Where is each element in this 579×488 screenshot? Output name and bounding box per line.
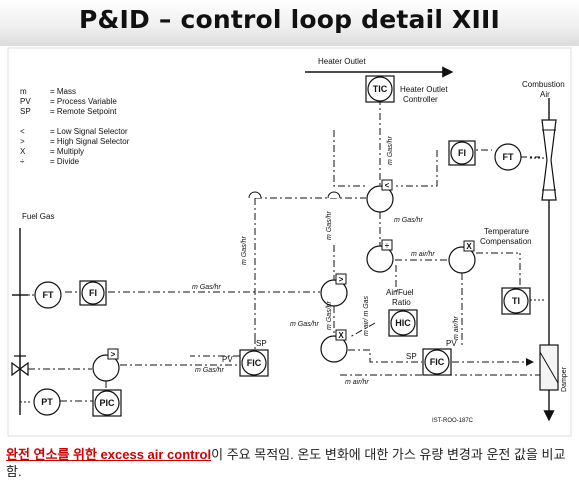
legend-sym: SP xyxy=(20,107,31,116)
hic-label: HIC xyxy=(395,318,411,328)
title-bar xyxy=(0,0,579,46)
controller-label-1: Heater Outlet xyxy=(400,85,448,94)
signal-label: m Gas/hr xyxy=(195,367,224,374)
line-crossover-icon xyxy=(248,191,262,199)
high-selector-symbol: > xyxy=(339,275,344,284)
low-selector-symbol: < xyxy=(385,181,390,190)
legend-sym: > xyxy=(20,137,25,146)
air-fuel-ratio-label-1: Air/Fuel xyxy=(386,288,414,297)
ti-label: TI xyxy=(512,296,520,306)
drawing-id: IST-ROO-187C xyxy=(432,418,474,424)
high-selector-relay[interactable] xyxy=(320,279,348,307)
temperature-compensation-label-2: Compensation xyxy=(480,237,532,246)
line-crossover-icon xyxy=(327,191,341,199)
pt-bubble[interactable] xyxy=(33,388,61,416)
ratio-multiply-relay[interactable] xyxy=(320,335,348,363)
combustion-air-label-2: Air xyxy=(540,90,550,99)
pv-label: PV xyxy=(222,355,233,364)
temperature-compensation-label-1: Temperature xyxy=(484,227,529,236)
pressure-high-selector-symbol: > xyxy=(111,350,116,359)
low-selector-relay[interactable] xyxy=(366,185,394,213)
damper-label: Damper xyxy=(561,366,568,392)
legend-desc: = Mass xyxy=(50,87,76,96)
pv-label: PV xyxy=(446,339,457,348)
fuel-gas-label: Fuel Gas xyxy=(22,212,54,221)
signal-label: m Gas/hr xyxy=(326,211,333,240)
signal-label: m air/hr xyxy=(345,379,369,386)
fic-gas-label: FIC xyxy=(247,358,262,368)
legend-desc: = High Signal Selector xyxy=(50,137,130,146)
legend-sym: ÷ xyxy=(20,157,25,166)
sp-label: SP xyxy=(406,352,417,361)
legend-desc: = Process Variable xyxy=(50,97,117,106)
ratio-multiply-symbol: X xyxy=(338,331,344,340)
ft-right-bubble[interactable] xyxy=(494,143,522,171)
pic-label: PIC xyxy=(99,398,115,408)
tic-label: TIC xyxy=(373,84,388,94)
pt-label: PT xyxy=(41,397,53,407)
signal-lines xyxy=(28,98,540,402)
sp-label: SP xyxy=(256,339,267,348)
legend-desc: = Remote Setpoint xyxy=(50,107,117,116)
signal-label: m Gas/hr xyxy=(326,301,333,330)
caption: 완전 연소를 위한 excess air control이 주요 목적임. 온도… xyxy=(6,446,576,480)
divide-symbol: ÷ xyxy=(385,241,390,250)
ft-left-bubble[interactable] xyxy=(34,281,62,309)
air-flow-element-icon xyxy=(541,119,557,201)
caption-highlight: 완전 연소를 위한 excess air control xyxy=(6,447,212,462)
air-fuel-ratio-label-2: Ratio xyxy=(392,298,411,307)
signal-label: m Gas/hr xyxy=(387,136,394,165)
temperature-multiply-relay[interactable] xyxy=(448,246,476,274)
combustion-air-label-1: Combustion xyxy=(522,80,565,89)
signal-label: m Gas/hr xyxy=(290,321,319,328)
legend-sym: m xyxy=(20,87,27,96)
legend: m = Mass PV = Process Variable SP = Remo… xyxy=(20,87,130,166)
caption-text: 이 주요 목적임. 온도 변화에 대한 가스 유량 변경과 운전 값을 비교함. xyxy=(6,447,566,479)
legend-desc: = Low Signal Selector xyxy=(50,127,128,136)
fi-left-label: FI xyxy=(89,288,97,298)
signal-label: m air/hr xyxy=(411,251,435,258)
ft-left-label: FT xyxy=(43,290,54,300)
page-title: P&ID – control loop detail XIII xyxy=(78,5,501,34)
fic-air-label: FIC xyxy=(430,357,445,367)
signal-label: m Gas/hr xyxy=(394,217,423,224)
temperature-multiply-symbol: X xyxy=(466,242,472,251)
legend-sym: < xyxy=(20,127,25,136)
fi-top-label: FI xyxy=(458,148,466,158)
signal-label: m Gas/hr xyxy=(241,236,248,265)
legend-desc: = Multiply xyxy=(50,147,84,156)
signal-label: m air/ m Gas xyxy=(363,295,370,336)
pressure-high-selector-relay[interactable] xyxy=(92,354,120,382)
ft-right-label: FT xyxy=(503,152,514,162)
legend-sym: PV xyxy=(20,97,31,106)
controller-label-2: Controller xyxy=(403,95,438,104)
heater-outlet-label: Heater Outlet xyxy=(318,57,366,66)
signal-label: m air/hr xyxy=(453,316,460,340)
signal-label: m Gas/hr xyxy=(192,284,221,291)
pid-diagram: m = Mass PV = Process Variable SP = Remo… xyxy=(7,47,572,437)
legend-sym: X xyxy=(20,147,26,156)
divide-relay[interactable] xyxy=(366,245,394,273)
legend-desc: = Divide xyxy=(50,157,80,166)
valve-actuator-icon xyxy=(14,355,26,369)
